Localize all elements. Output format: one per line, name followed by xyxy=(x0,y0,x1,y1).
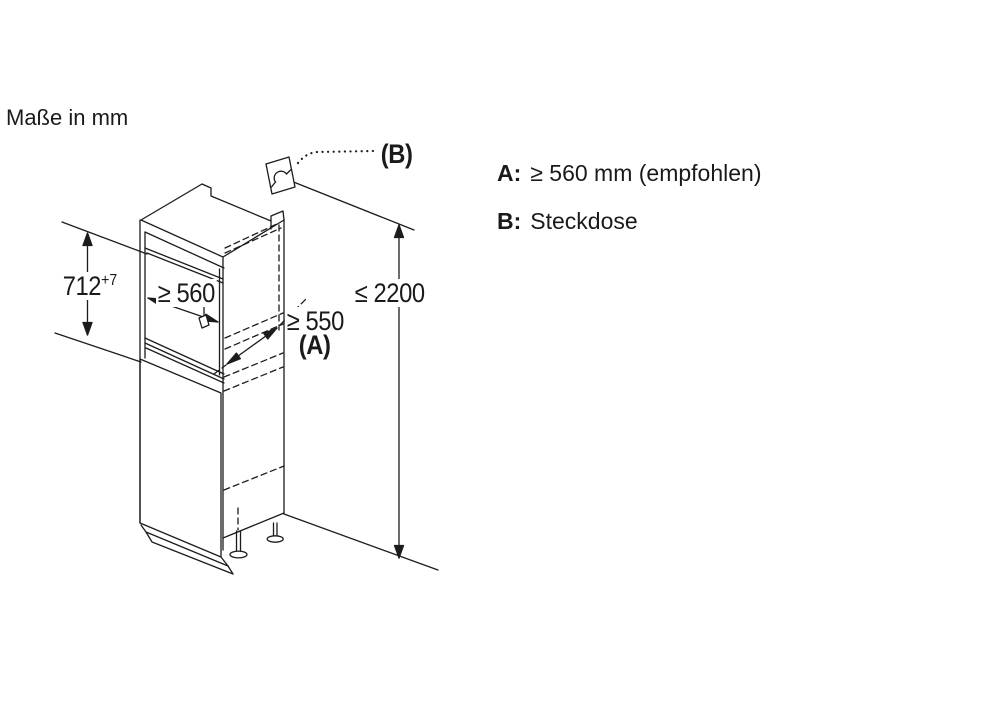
cabinet-top-face xyxy=(140,183,285,258)
niche-height-label: 712+7 xyxy=(61,271,119,301)
legend-item-b: B: Steckdose xyxy=(497,208,638,235)
dimension-total-height xyxy=(283,180,439,571)
depth-ref-label: (A) xyxy=(297,330,333,360)
cabinet-front-face xyxy=(139,219,225,551)
dimension-niche-height xyxy=(54,221,148,363)
dimension-depth xyxy=(226,327,278,365)
page-title: Maße in mm xyxy=(6,105,129,130)
hidden-edges xyxy=(213,222,307,531)
cabinet-plinth xyxy=(140,524,234,575)
legend-key-a: A: xyxy=(497,160,522,186)
niche-height-tolerance: +7 xyxy=(101,272,118,289)
legend-key-b: B: xyxy=(497,208,522,234)
depth-label: ≥ 550 xyxy=(285,306,346,336)
total-height-label: ≤ 2200 xyxy=(353,278,427,308)
cabinet-door xyxy=(139,358,222,558)
legend-text-a: ≥ 560 mm (empfohlen) xyxy=(530,160,762,186)
socket-ref-label: (B) xyxy=(379,139,415,169)
cabinet-feet xyxy=(229,522,284,559)
legend-text-b: Steckdose xyxy=(530,208,638,234)
cabinet-side-panel xyxy=(222,219,285,539)
niche-height-value: 712 xyxy=(62,271,102,301)
power-socket-icon xyxy=(265,149,377,195)
legend-item-a: A: ≥ 560 mm (empfohlen) xyxy=(497,160,762,187)
niche-width-label: ≥ 560 xyxy=(156,278,217,308)
